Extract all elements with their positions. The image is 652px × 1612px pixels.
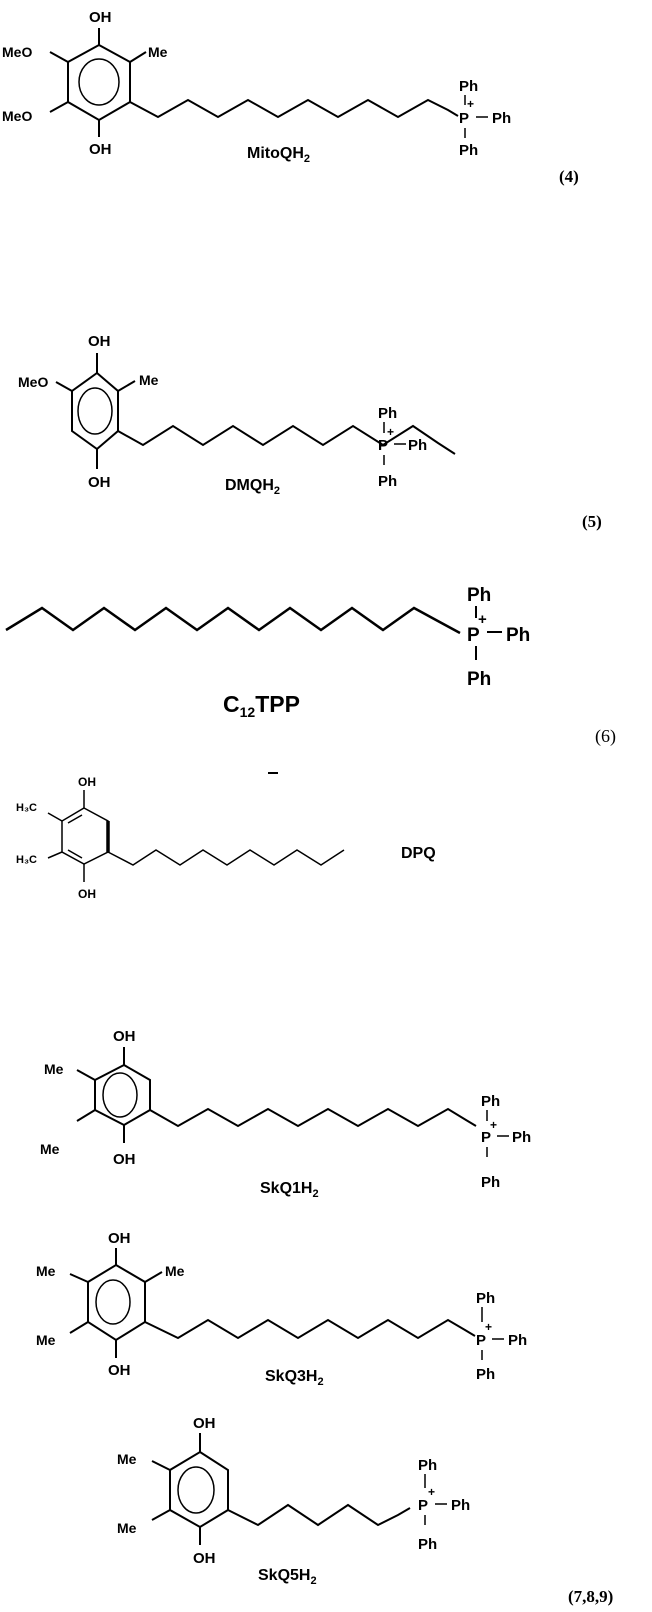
substituent-top: OH	[78, 775, 96, 789]
substituent-lower-left: MeO	[2, 108, 32, 124]
substituent-bottom: OH	[88, 474, 111, 491]
compound-skq3h2: OH OH Me Me Me Ph P + Ph Ph SkQ3H2	[36, 1230, 527, 1388]
aromatic-circle	[77, 387, 113, 435]
phenyl-right: Ph	[492, 110, 511, 127]
phenyl-bottom: Ph	[481, 1174, 500, 1191]
compound-number: (6)	[595, 726, 616, 747]
ring	[61, 807, 109, 865]
phenyl-top: Ph	[418, 1457, 437, 1474]
positive-charge: +	[428, 1485, 435, 1499]
phenyl-right: Ph	[512, 1129, 531, 1146]
phenyl-right: Ph	[408, 437, 427, 454]
compound-dmqh2: OH OH MeO Me Ph P + Ph Ph DMQH2 (5)	[18, 333, 602, 531]
phenyl-top: Ph	[481, 1093, 500, 1110]
substituent-upper-left: MeO	[18, 374, 48, 390]
compound-c12tpp: Ph P + Ph Ph C12TPP (6)	[5, 585, 616, 747]
compound-name: DPQ	[401, 845, 436, 862]
substituent-lower-left: H₃C	[16, 854, 37, 866]
compound-name: SkQ5H2	[258, 1567, 317, 1587]
substituent-top: OH	[113, 1028, 136, 1045]
substituent-upper-left: H₃C	[16, 802, 37, 814]
substituent-upper-right: Me	[139, 372, 159, 388]
substituent-upper-left: Me	[36, 1263, 56, 1279]
phenyl-bottom: Ph	[476, 1366, 495, 1383]
compound-mitoqh2: OH OH MeO MeO Me Ph P + Ph Ph MitoQH2 (4…	[2, 9, 579, 186]
substituent-top: OH	[88, 333, 111, 350]
substituent-lower-left: Me	[36, 1332, 56, 1348]
substituent-upper-right: Me	[165, 1263, 185, 1279]
phenyl-bottom: Ph	[418, 1536, 437, 1553]
phenyl-bottom: Ph	[467, 669, 491, 690]
compound-skq1h2: OH OH Me Me Ph P + Ph Ph SkQ1H2	[40, 1028, 531, 1200]
compound-name: DMQH2	[225, 477, 280, 497]
substituent-bottom: OH	[113, 1151, 136, 1168]
positive-charge: +	[490, 1118, 497, 1132]
substituent-upper-left: Me	[117, 1451, 137, 1467]
phenyl-top: Ph	[467, 585, 491, 606]
aromatic-circle	[177, 1466, 215, 1514]
aromatic-circle	[78, 58, 120, 106]
compound-dpq: OH OH H₃C H₃C DPQ	[16, 775, 436, 901]
positive-charge: +	[478, 611, 487, 628]
substituent-upper-left: MeO	[2, 44, 32, 60]
substituent-upper-right: Me	[148, 44, 168, 60]
compound-skq5h2: OH OH Me Me Ph P + Ph Ph SkQ5H2 (7,8,9)	[117, 1415, 613, 1606]
benzene-ring	[71, 371, 119, 451]
compound-name: SkQ3H2	[265, 1368, 324, 1388]
positive-charge: +	[387, 425, 394, 439]
phosphorus-atom: P	[476, 1332, 486, 1349]
phosphorus-atom: P	[459, 110, 469, 127]
phenyl-right: Ph	[506, 625, 530, 646]
phosphorus-atom: P	[418, 1497, 428, 1514]
substituent-upper-left: Me	[44, 1061, 64, 1077]
phenyl-top: Ph	[459, 78, 478, 95]
positive-charge: +	[467, 97, 474, 111]
substituent-bottom: OH	[193, 1550, 216, 1567]
compound-number: (7,8,9)	[568, 1587, 613, 1606]
positive-charge: +	[485, 1320, 492, 1334]
phenyl-right: Ph	[451, 1497, 470, 1514]
substituent-lower-left: Me	[40, 1141, 60, 1157]
compound-name: SkQ1H2	[260, 1180, 319, 1200]
phenyl-bottom: Ph	[378, 473, 397, 490]
phenyl-bottom: Ph	[459, 142, 478, 159]
substituent-top: OH	[108, 1230, 131, 1247]
phosphorus-atom: P	[378, 437, 388, 454]
phenyl-right: Ph	[508, 1332, 527, 1349]
phosphorus-atom: P	[481, 1129, 491, 1146]
compound-number: (4)	[559, 167, 579, 186]
aromatic-circle	[95, 1279, 131, 1325]
phenyl-top: Ph	[378, 405, 397, 422]
substituent-top: OH	[193, 1415, 216, 1432]
substituent-top: OH	[89, 9, 112, 26]
substituent-bottom: OH	[89, 141, 112, 158]
aromatic-circle	[102, 1072, 138, 1118]
substituent-bottom: OH	[108, 1362, 131, 1379]
compound-name: MitoQH2	[247, 145, 310, 165]
compound-number: (5)	[582, 512, 602, 531]
phosphorus-atom: P	[467, 625, 480, 646]
substituent-bottom: OH	[78, 887, 96, 901]
benzene-ring	[67, 43, 131, 122]
substituent-lower-left: Me	[117, 1520, 137, 1536]
phenyl-top: Ph	[476, 1290, 495, 1307]
compound-name: C12TPP	[223, 691, 300, 720]
